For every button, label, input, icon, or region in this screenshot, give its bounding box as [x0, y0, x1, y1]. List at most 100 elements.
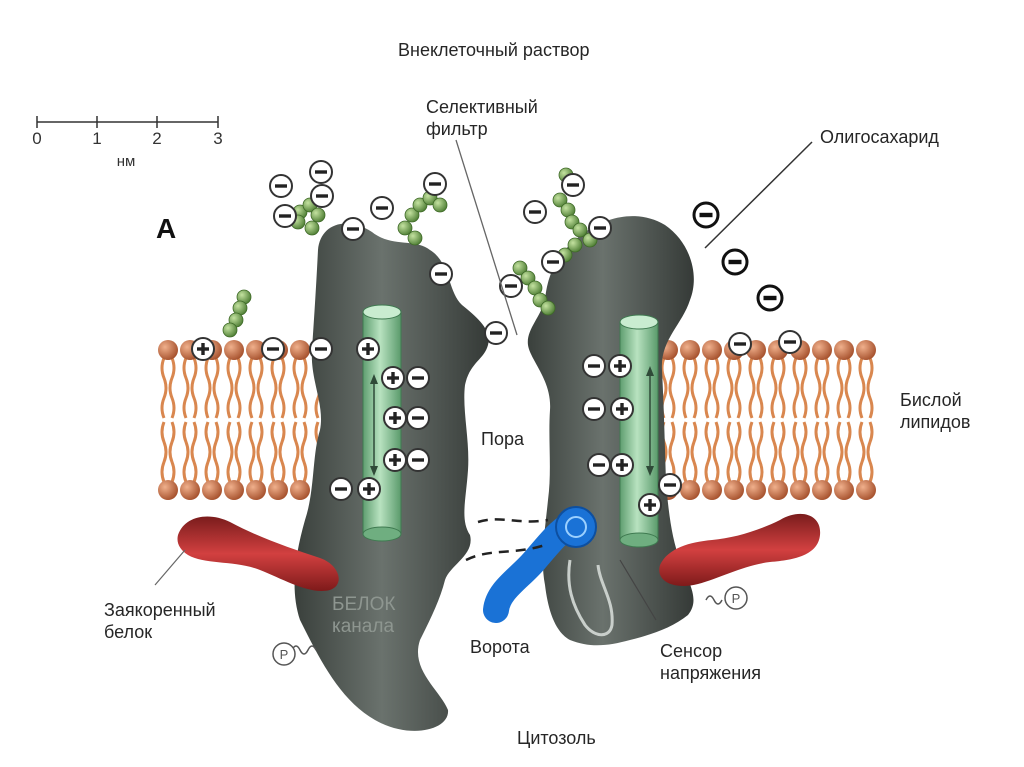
gate-label: Ворота [470, 636, 530, 658]
positive-charge-icon [639, 494, 661, 516]
lipid-tail [280, 422, 284, 482]
phosphate-icon-left: P [273, 643, 295, 665]
lipid-tail [860, 422, 864, 482]
positive-charge-icon [611, 454, 633, 476]
channel-protein-label: БЕЛОК канала [332, 594, 395, 638]
negative-charge-icon [262, 338, 284, 360]
lipid-tail [868, 422, 872, 482]
lipid-tail [272, 358, 276, 418]
lipid-tail [236, 358, 240, 418]
lipid-tail [206, 422, 210, 482]
lipid-head [290, 340, 310, 360]
lipid-tail [706, 422, 710, 482]
lipid-tail [780, 422, 784, 482]
lipid-tail [846, 422, 850, 482]
lipid-tail [684, 358, 688, 418]
lipid-head [202, 480, 222, 500]
lipid-head [158, 340, 178, 360]
lipid-bilayer-label: Бислой липидов [900, 389, 970, 433]
negative-charge-icon [407, 367, 429, 389]
lipid-tail [294, 358, 298, 418]
selective-filter-label: Селективный фильтр [426, 96, 538, 140]
lipid-tail [192, 422, 196, 482]
negative-charge-icon [659, 474, 681, 496]
lipid-tail [214, 358, 218, 418]
negative-charge-icon [270, 175, 292, 197]
free-anion-icon [694, 203, 718, 227]
scale-unit: нм [117, 153, 136, 170]
lipid-tail [780, 358, 784, 418]
lipid-tail [170, 422, 174, 482]
lipid-tail [170, 358, 174, 418]
lipid-head [224, 340, 244, 360]
cytosol-label: Цитозоль [517, 727, 596, 749]
negative-charge-icon [424, 173, 446, 195]
positive-charge-icon [382, 367, 404, 389]
negative-charge-icon [371, 197, 393, 219]
lipid-head [834, 480, 854, 500]
sugar-bead [541, 301, 555, 315]
negative-charge-icon [311, 185, 333, 207]
lipid-tail [272, 422, 276, 482]
free-anion-icon [723, 250, 747, 274]
lipid-tail [670, 422, 674, 482]
scale-tick-1: 1 [92, 129, 101, 148]
anchored-protein-line-2: белок [104, 621, 216, 643]
lipid-tail [692, 358, 696, 418]
lipid-tail [258, 422, 262, 482]
lipid-head [680, 340, 700, 360]
negative-charge-icon [274, 205, 296, 227]
scale-bar: 0 1 2 3 нм [32, 116, 222, 170]
lipid-tail [750, 358, 754, 418]
voltage-sensor-line-1: Сенсор [660, 640, 761, 662]
extracellular-label: Внеклеточный раствор [398, 39, 590, 61]
lipid-tail [192, 358, 196, 418]
lipid-tail [206, 358, 210, 418]
negative-charge-icon [342, 218, 364, 240]
selective-filter-line-2: фильтр [426, 118, 538, 140]
lipid-tail [860, 358, 864, 418]
gate-hinge [556, 507, 596, 547]
negative-charge-icon [583, 398, 605, 420]
lipid-head [680, 480, 700, 500]
sugar-bead [408, 231, 422, 245]
lipid-head [768, 480, 788, 500]
lipid-tail [824, 422, 828, 482]
anchored-protein-line-1: Заякоренный [104, 599, 216, 621]
scale-tick-3: 3 [213, 129, 222, 148]
lipid-head [812, 480, 832, 500]
lipid-bilayer [158, 340, 876, 500]
negative-charge-icon [310, 338, 332, 360]
free-anion-icon [758, 286, 782, 310]
channel-protein-line-2: канала [332, 616, 395, 638]
lipid-tail [250, 422, 254, 482]
lipid-tail [846, 358, 850, 418]
lipid-tail [824, 358, 828, 418]
positive-charge-icon [357, 338, 379, 360]
lipid-tail [684, 422, 688, 482]
lipid-head [856, 480, 876, 500]
negative-charge-icon [542, 251, 564, 273]
positive-charge-icon [609, 355, 631, 377]
lipid-tail [736, 358, 740, 418]
lipid-tail [184, 358, 188, 418]
sugar-bead [223, 323, 237, 337]
lipid-tail [816, 358, 820, 418]
lipid-head [246, 480, 266, 500]
scale-tick-2: 2 [152, 129, 161, 148]
lipid-tail [302, 422, 306, 482]
voltage-sensor-label: Сенсор напряжения [660, 640, 761, 684]
lipid-tail [736, 422, 740, 482]
phosphate-symbol-right: P [732, 591, 741, 606]
lipid-tail [162, 422, 166, 482]
phosphate-symbol-left: P [280, 647, 289, 662]
positive-charge-icon [192, 338, 214, 360]
anchored-protein-label: Заякоренный белок [104, 599, 216, 643]
negative-charge-icon [779, 331, 801, 353]
gate-link-upper [478, 519, 548, 522]
negative-charge-icon [430, 263, 452, 285]
phosphate-icon-right: P [725, 587, 747, 609]
selective-filter-leader [456, 140, 517, 335]
sugar-bead [311, 208, 325, 222]
lipid-tail [868, 358, 872, 418]
